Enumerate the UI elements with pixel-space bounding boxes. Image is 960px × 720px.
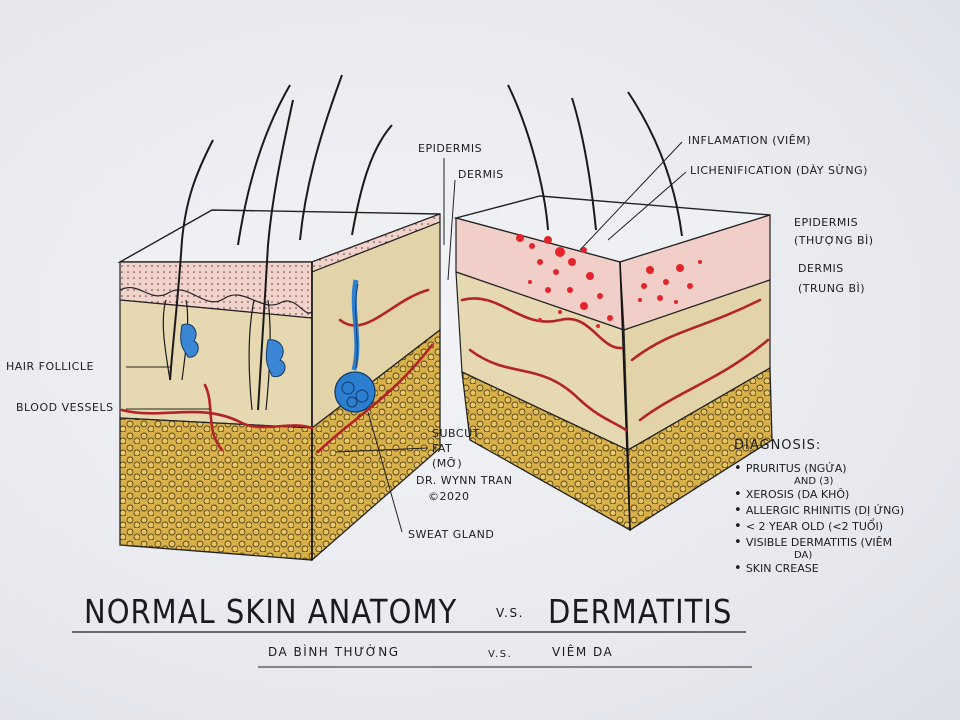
leader-lines — [126, 141, 687, 533]
subtitle-normal: Da Bình Thường — [268, 645, 400, 659]
label-sweat-gland: Sweat Gland — [408, 528, 495, 541]
title-vs: v.s. — [496, 606, 524, 620]
label-author: Dr. Wynn Tran — [416, 474, 513, 487]
subtitle-vs: v.s. — [488, 649, 513, 660]
label-year: ©2020 — [428, 490, 470, 503]
diagnosis-item: < 2 year old (<2 tuổi) — [734, 519, 904, 535]
label-dermis-right: Dermis — [798, 262, 844, 275]
label-dermis-right-vi: (Trung Bì) — [798, 282, 866, 295]
diagnosis-item: Pruritus (Ngứa)and (3) — [734, 461, 904, 487]
inflammation-spots — [516, 234, 702, 328]
title-normal: NORMAL SKIN ANATOMY — [84, 592, 458, 632]
dermatitis-hairs — [507, 84, 683, 237]
diagnosis-item: Xerosis (Da khô) — [734, 487, 904, 503]
sebaceous-glands — [180, 323, 286, 378]
diagnosis-list: Pruritus (Ngứa)and (3) Xerosis (Da khô) … — [734, 461, 904, 577]
label-mo: (Mỡ) — [432, 457, 463, 470]
label-epidermis-left: Epidermis — [418, 142, 483, 155]
diagnosis-panel: Diagnosis: Pruritus (Ngứa)and (3) Xerosi… — [734, 438, 904, 577]
hair-follicles — [162, 74, 393, 411]
label-epidermis-right-vi: (Thượng Bì) — [794, 234, 874, 247]
label-hair-follicle: Hair Follicle — [6, 360, 94, 373]
title-dermatitis: DERMATITIS — [548, 592, 733, 632]
label-lichenification: Lichenification (Dày Sừng) — [690, 164, 868, 177]
dermatitis-blood-vessels — [460, 297, 770, 432]
label-blood-vessels: Blood Vessels — [16, 401, 114, 414]
sweat-gland — [334, 279, 376, 413]
diagnosis-item: Allergic rhinitis (Dị ứng) — [734, 503, 904, 519]
label-fat: Fat — [432, 442, 453, 455]
label-dermis-left: Dermis — [458, 168, 504, 181]
diagnosis-item: Skin crease — [734, 561, 904, 577]
diagnosis-title: Diagnosis: — [734, 438, 822, 453]
normal-skin-block — [117, 74, 441, 562]
label-epidermis-right: Epidermis — [794, 216, 859, 229]
normal-blood-vessels — [120, 288, 434, 454]
subtitle-dermatitis: Viêm Da — [552, 645, 614, 659]
label-subcut: Subcut — [432, 427, 480, 440]
label-inflammation: Inflamation (Viêm) — [688, 134, 812, 147]
diagnosis-item: Visible dermatitis (Viêmda) — [734, 535, 904, 561]
dermatitis-skin-block — [453, 84, 773, 532]
